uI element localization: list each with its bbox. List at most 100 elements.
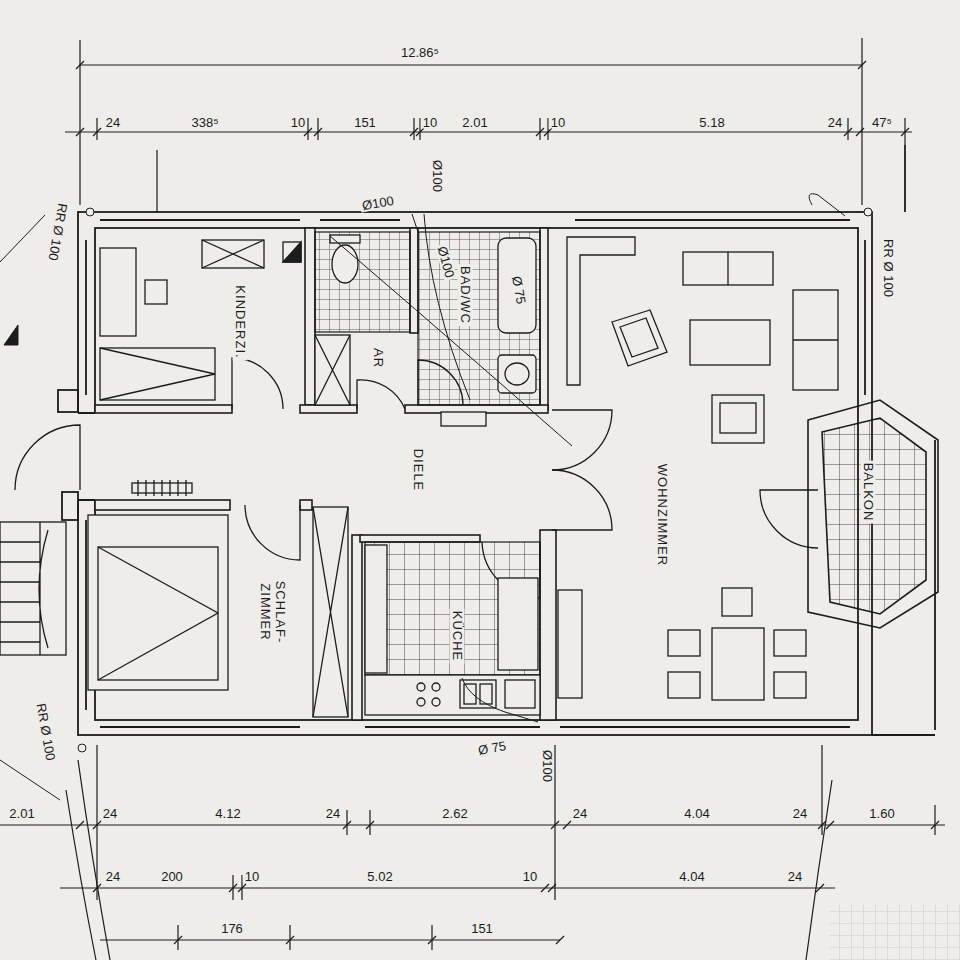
dimension-label: 24 — [791, 807, 809, 820]
tiles — [365, 542, 540, 675]
door-swing — [357, 380, 405, 409]
furniture — [283, 242, 301, 262]
furniture — [774, 672, 806, 698]
room-name: WOHNZIMMER — [655, 462, 670, 568]
furniture — [313, 507, 348, 717]
outer-wall — [58, 390, 78, 412]
door-swing — [552, 410, 612, 470]
dimension-label: 4.04 — [677, 870, 706, 883]
dimension-label: 151 — [352, 116, 378, 129]
dimension-label: 10 — [421, 116, 439, 129]
pencil-annotation — [0, 215, 60, 800]
furniture — [498, 355, 536, 393]
room-name: BALKON — [861, 461, 876, 524]
tiles — [822, 418, 926, 614]
interior-wall — [540, 530, 556, 720]
room: SCHLAF- ZIMMER — [95, 510, 305, 718]
furniture — [567, 237, 635, 385]
furniture — [505, 680, 535, 708]
furniture — [464, 684, 476, 704]
pipe-label: RR Ø 100 — [882, 237, 895, 299]
dimension-label: 10 — [243, 870, 261, 883]
door-swing — [15, 425, 80, 490]
room-name: SCHLAF- ZIMMER — [257, 579, 287, 646]
dimension-label: 4.04 — [682, 807, 711, 820]
pipe-label: RR Ø 100 — [34, 700, 58, 763]
outer-wall — [62, 492, 78, 520]
furniture — [417, 698, 425, 706]
furniture — [432, 698, 440, 706]
interior-wall — [95, 228, 556, 720]
pipe-label: Ø100 — [541, 748, 554, 784]
dimension-label: 10 — [521, 870, 539, 883]
room-name: BAD/WC — [458, 264, 473, 326]
furniture — [720, 403, 756, 433]
door-swing — [418, 360, 463, 405]
dimension-label: 5.02 — [365, 870, 394, 883]
room-name: KINDERZI. — [233, 283, 248, 360]
dimension-lines — [174, 936, 564, 944]
tiles — [808, 400, 938, 628]
outer-wall — [74, 413, 99, 500]
room: KINDERZI. — [95, 228, 305, 405]
furniture — [313, 507, 348, 717]
furniture — [774, 630, 806, 656]
dimension-label: 10 — [549, 116, 567, 129]
furniture — [683, 252, 773, 285]
furniture — [432, 683, 440, 691]
dimension-label: 24 — [826, 116, 844, 129]
dimension-lines — [66, 760, 832, 960]
furniture — [315, 335, 350, 405]
furniture — [441, 412, 486, 426]
outer-wall — [78, 212, 872, 735]
pencil-annotation — [462, 678, 538, 722]
pencil-annotation — [86, 208, 94, 216]
interior-wall — [300, 500, 312, 510]
interior-wall — [305, 228, 315, 405]
pencil-annotation — [4, 325, 18, 345]
staircase — [0, 522, 66, 655]
room: DIELE — [232, 413, 540, 535]
furniture — [98, 547, 218, 680]
dimension-lines — [0, 38, 945, 960]
dimension-label: 12.86⁵ — [399, 46, 441, 59]
furniture — [620, 318, 658, 357]
interior-wall — [95, 500, 230, 510]
interior-wall — [95, 405, 232, 413]
pipe-label: Ø 75 — [475, 739, 509, 757]
furniture — [505, 363, 529, 385]
furniture — [88, 515, 228, 690]
room: AR — [357, 335, 410, 405]
dimension-lines — [93, 884, 824, 892]
dimension-label: 338⁵ — [189, 116, 220, 129]
outer-wall — [86, 220, 865, 727]
dimension-label: 24 — [101, 807, 119, 820]
interior-wall — [300, 405, 357, 413]
furniture — [98, 547, 218, 680]
room: BAD/WC — [418, 232, 540, 405]
door-swing — [552, 470, 612, 530]
furniture — [330, 235, 360, 243]
furniture — [100, 248, 136, 336]
dimension-lines — [80, 38, 905, 212]
outer-wall — [95, 228, 858, 720]
dimension-label: 24 — [104, 116, 122, 129]
dimension-label: 24 — [786, 870, 804, 883]
interior-wall — [410, 228, 418, 333]
room: WOHNZIMMER — [556, 228, 858, 718]
dimension-lines — [97, 745, 935, 950]
furniture — [668, 672, 700, 698]
staircase — [0, 522, 48, 655]
furniture — [793, 339, 838, 340]
dimension-label: 2.01 — [460, 116, 489, 129]
furniture — [283, 242, 301, 262]
dimension-label: 176 — [219, 922, 245, 935]
outer-wall — [58, 145, 935, 735]
dimension-label: 2.62 — [440, 807, 469, 820]
tiles — [418, 232, 540, 405]
dimension-label: 47⁵ — [870, 116, 894, 129]
furniture — [145, 280, 167, 304]
furniture — [498, 238, 536, 333]
